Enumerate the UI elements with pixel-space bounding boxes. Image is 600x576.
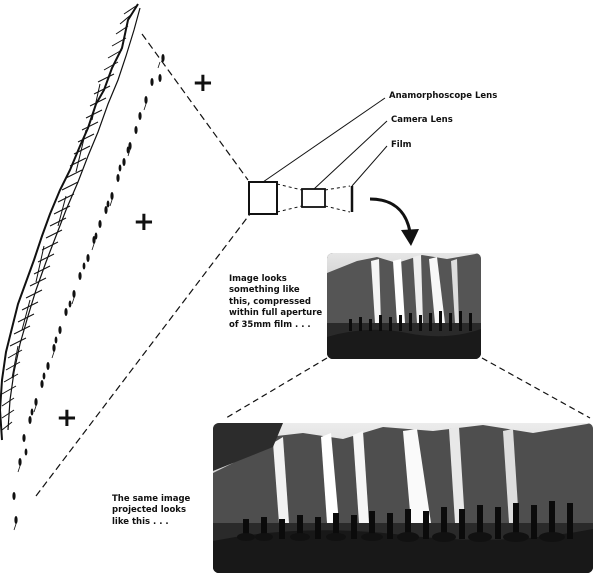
projection-line-left <box>225 357 328 419</box>
projection-line-right <box>481 357 591 419</box>
leader-film <box>351 145 388 187</box>
anamorphoscope-lens-box <box>248 181 278 215</box>
compressed-frame-photo <box>327 253 481 359</box>
cliff-inner-edge <box>7 7 141 431</box>
fov-line-bottom <box>35 213 251 497</box>
beam-line-top-a <box>276 183 303 191</box>
camera-lens-box <box>301 188 326 208</box>
film-label: Film <box>391 140 412 150</box>
beam-line-bottom-b <box>324 205 351 213</box>
arrow-head-icon <box>401 229 419 246</box>
cliff-hatching <box>1 5 137 431</box>
anamorphoscope-lens-label: Anamorphoscope Lens <box>389 91 498 101</box>
leader-camera-lens <box>313 120 388 190</box>
compressed-image-caption: Image looks something like this, compres… <box>229 274 323 330</box>
projected-widescreen-photo <box>213 423 593 573</box>
camera-lens-label: Camera Lens <box>391 115 453 125</box>
rider-marks <box>12 54 165 524</box>
curved-arrow <box>369 197 412 233</box>
cliff-outline <box>0 3 139 441</box>
beam-line-bottom-a <box>276 205 303 213</box>
projected-image-caption: The same image projected looks like this… <box>112 494 191 527</box>
plus-marker-top: + <box>192 68 214 98</box>
rider-legs <box>13 61 161 531</box>
leader-anamorphoscope <box>262 97 386 183</box>
plus-marker-middle: + <box>133 207 155 237</box>
fov-line-top <box>141 33 249 181</box>
beam-line-top-b <box>324 185 351 191</box>
plus-marker-bottom: + <box>56 403 78 433</box>
